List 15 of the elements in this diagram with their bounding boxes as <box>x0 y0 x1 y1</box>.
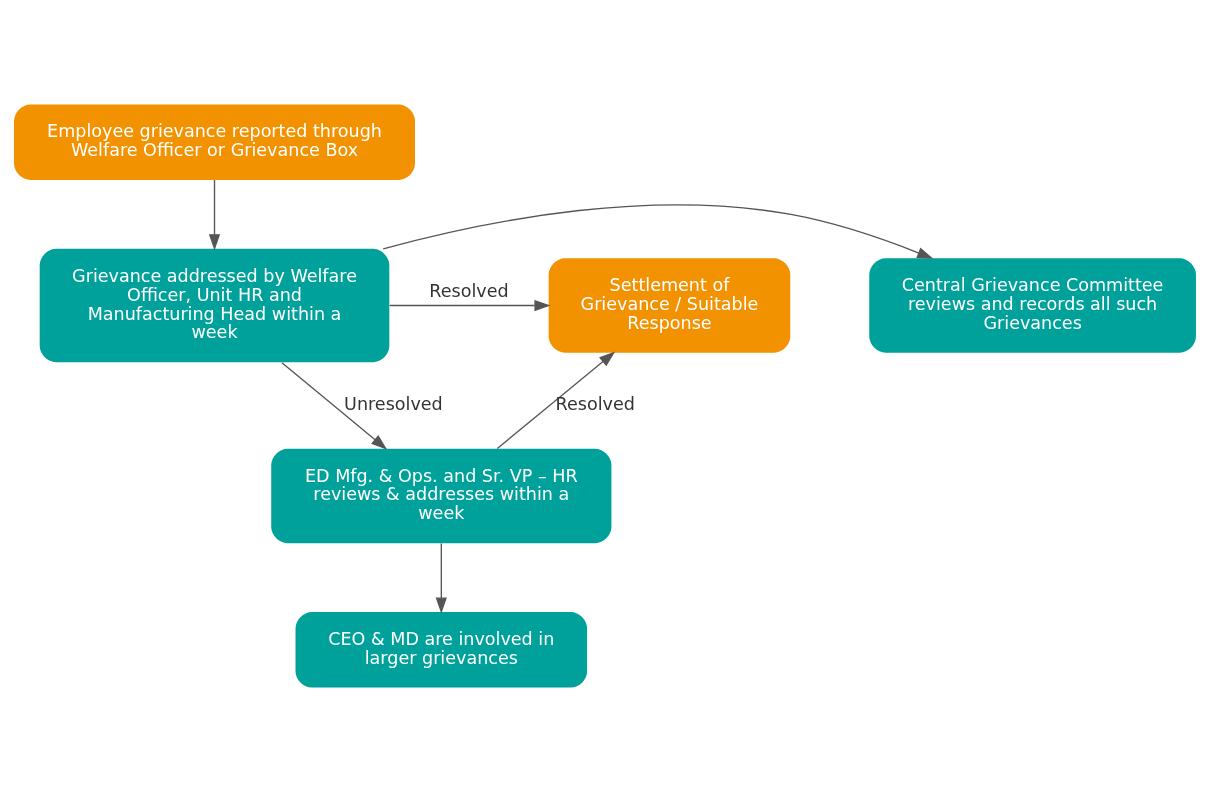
arrow <box>496 351 616 449</box>
node-box: CEO & MD are involved in larger grievances <box>295 611 588 688</box>
edge-label: Resolved <box>555 393 635 414</box>
arrow <box>281 361 388 450</box>
arrow <box>382 203 934 259</box>
arrow <box>208 178 221 250</box>
node-box: Settlement of Grievance / Suitable Response <box>548 257 791 353</box>
edge-label: Resolved <box>429 280 509 301</box>
node-box: Central Grievance Committee reviews and records all such Grievances <box>869 257 1196 353</box>
node-box: Employee grievance reported through Welfare Officer or Grievance Box <box>14 103 415 180</box>
arrow <box>435 542 447 614</box>
node-box: ED Mfg. & Ops. and Sr. VP – HR reviews & addresses within a week <box>271 448 612 543</box>
node-box: Grievance addressed by Welfare Officer, Unit HR and Manufacturing Head within a week <box>39 248 390 362</box>
edge-label: Unresolved <box>344 393 443 414</box>
arrow <box>389 299 551 311</box>
